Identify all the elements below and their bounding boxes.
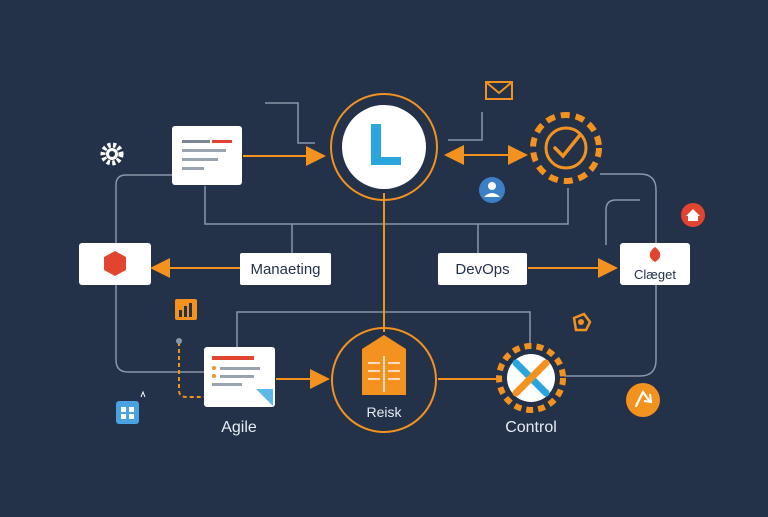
user-icon[interactable] [479, 177, 505, 203]
managing-card[interactable] [240, 253, 331, 285]
check-badge-icon[interactable] [530, 112, 602, 184]
home-icon[interactable] [681, 203, 705, 227]
control-label: Control [505, 419, 557, 436]
envelope-icon[interactable] [485, 81, 513, 100]
report-icon[interactable] [116, 390, 146, 424]
agile-label: Agile [221, 419, 257, 436]
gadget-card[interactable] [620, 243, 690, 285]
devops-card[interactable] [438, 253, 527, 285]
gadget-label: Clæget [634, 266, 676, 282]
dollar-hexagon-icon [104, 251, 126, 276]
connector-gadget [605, 199, 640, 245]
managing-label: Manaeting [250, 260, 321, 278]
puzzle-icon[interactable] [572, 312, 592, 332]
risk-node[interactable] [331, 327, 437, 433]
flow-lines [150, 145, 618, 398]
devops-label: DevOps [455, 260, 510, 278]
bar-chart-icon[interactable] [175, 299, 197, 320]
risk-label: Reisk [366, 404, 402, 420]
connector-hub-topleft [265, 102, 315, 144]
refresh-icon[interactable] [626, 383, 660, 417]
connector-mail [448, 112, 483, 141]
tools-icon [512, 359, 550, 397]
hub-node[interactable] [330, 93, 438, 201]
connector-top-bus [204, 186, 569, 225]
flow-dashed [178, 342, 204, 398]
gear-icon[interactable] [100, 142, 124, 166]
agile-card[interactable] [204, 347, 275, 407]
control-node[interactable] [496, 343, 566, 413]
cost-card[interactable] [79, 243, 151, 285]
pin-icon [176, 338, 182, 344]
document-card-top[interactable] [172, 126, 242, 185]
